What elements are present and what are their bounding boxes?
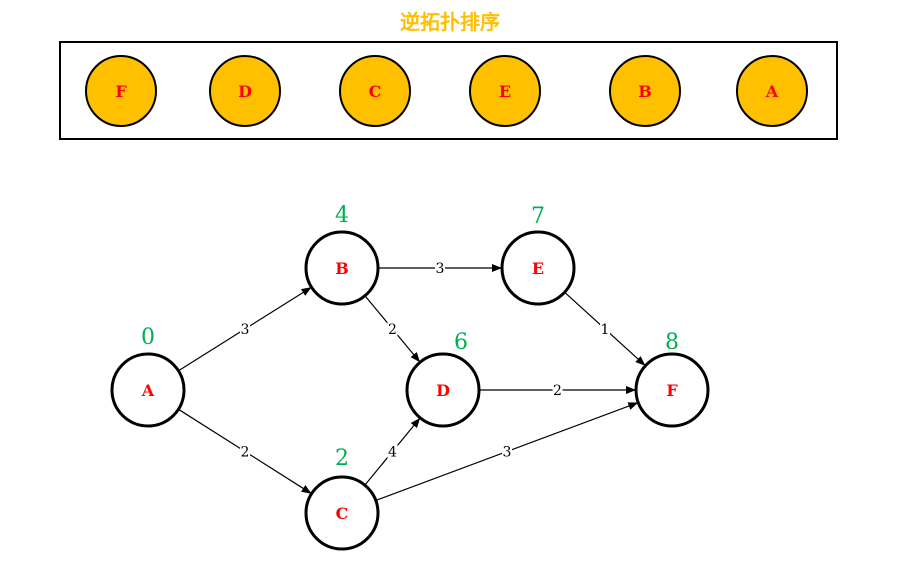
order-node-e: E <box>469 55 541 127</box>
edge-weight-background <box>435 260 445 275</box>
node-label: E <box>532 259 544 278</box>
node-label: A <box>141 381 155 400</box>
order-node-f: F <box>85 55 157 127</box>
edge-weight-b-d: 2 <box>388 322 397 338</box>
node-circle <box>304 475 380 551</box>
node-label: D <box>436 381 450 400</box>
order-node-d: D <box>209 55 281 127</box>
node-value: 2 <box>335 446 349 471</box>
node-label: C <box>336 504 349 523</box>
node-value: 0 <box>141 325 155 350</box>
edge-weight-a-c: 2 <box>241 445 250 461</box>
node-circle <box>110 352 186 428</box>
edge-weight-d-f: 2 <box>553 383 562 399</box>
node-value: 4 <box>335 203 349 228</box>
graph-node-d: D6 <box>405 330 481 428</box>
edge-weight-c-d: 4 <box>388 445 397 461</box>
diagram-title: 逆拓扑排序 <box>400 10 500 34</box>
node-circle <box>634 352 710 428</box>
edge-weight-e-f: 1 <box>601 322 610 338</box>
node-label: F <box>666 381 678 400</box>
edge-weight-background <box>387 321 398 336</box>
graph-node-c: C2 <box>304 446 380 551</box>
edge-weight-background <box>387 443 398 459</box>
node-value: 6 <box>454 330 468 355</box>
node-value: 7 <box>531 204 545 229</box>
edge-weight-b-e: 3 <box>436 261 445 277</box>
edge-weight-background <box>502 443 512 459</box>
order-node-c: C <box>339 55 411 127</box>
node-circle <box>304 230 380 306</box>
node-circle <box>500 230 576 306</box>
edge-weight-background <box>600 321 610 336</box>
graph-node-a: A0 <box>110 325 186 428</box>
order-node-b: B <box>609 55 681 127</box>
edge-weight-c-f: 3 <box>503 445 512 461</box>
edge-weight-background <box>240 321 250 336</box>
node-label: B <box>335 259 349 278</box>
order-node-a: A <box>736 55 808 127</box>
graph-node-b: B4 <box>304 203 380 306</box>
node-circle <box>405 352 481 428</box>
edge-weight-background <box>552 382 563 397</box>
edge-weight-a-b: 3 <box>241 322 250 338</box>
node-value: 8 <box>665 330 679 355</box>
graph-node-f: F8 <box>634 330 710 428</box>
edge-weight-background <box>240 443 250 459</box>
graph-node-e: E7 <box>500 204 576 306</box>
